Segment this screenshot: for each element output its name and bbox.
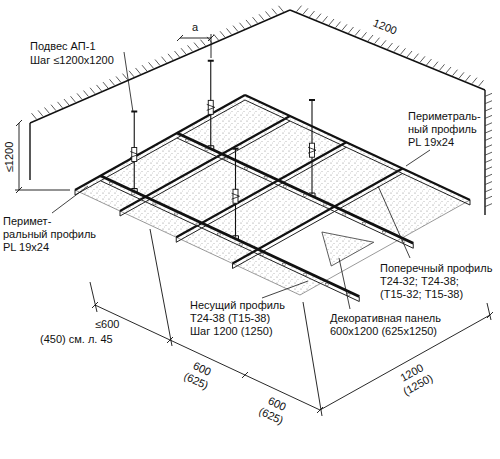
dimension-lines [15, 34, 493, 416]
leader-lines [52, 52, 430, 309]
dimension-label: ≤1200 [3, 142, 16, 173]
tee-profile [75, 95, 245, 195]
tee-profile [120, 116, 290, 216]
callout-label: Периметраль- [408, 110, 481, 123]
callout-label: PL 19х24 [3, 241, 49, 254]
callout-label: Шаг 1200 (1250) [190, 325, 273, 338]
tee-profile [233, 169, 403, 269]
callout-label: Т24-38 (Т15-38) [190, 312, 270, 325]
hanger-ap1 [232, 149, 240, 240]
callout-label: Подвес АП-1 [30, 40, 96, 53]
tee-profile [177, 133, 413, 248]
callout-label: (Т15-32; Т15-38) [380, 288, 463, 301]
dimension-label: 1200 [371, 16, 399, 37]
hanger-ap1 [130, 112, 138, 193]
tee-profile [176, 142, 346, 242]
callout-label: Декоративная панель [330, 312, 441, 325]
callout-label: PL 19х24 [408, 136, 454, 149]
tee-profile [101, 176, 360, 302]
callout-label: 600х1200 (625х1250) [330, 325, 437, 338]
callout-label: ный профиль [408, 123, 477, 136]
callout-label: Т24-32; Т24-38; [380, 275, 459, 288]
callout-label: Поперечный профиль [380, 262, 492, 275]
tilted-panel [322, 232, 374, 266]
hanger-ap1 [207, 61, 215, 150]
callout-label: Несущий профиль [190, 299, 285, 312]
dimension-label: ≤600 [95, 318, 119, 331]
dimension-label: (450) см. л. 45 [40, 333, 113, 346]
callout-label: ральный профиль [3, 228, 96, 241]
callout-label: Перимет- [3, 215, 51, 228]
hanger-ap1 [308, 100, 316, 197]
callout-label: Шаг ≤1200х1200 [30, 54, 114, 67]
dimension-label: a [192, 21, 198, 34]
